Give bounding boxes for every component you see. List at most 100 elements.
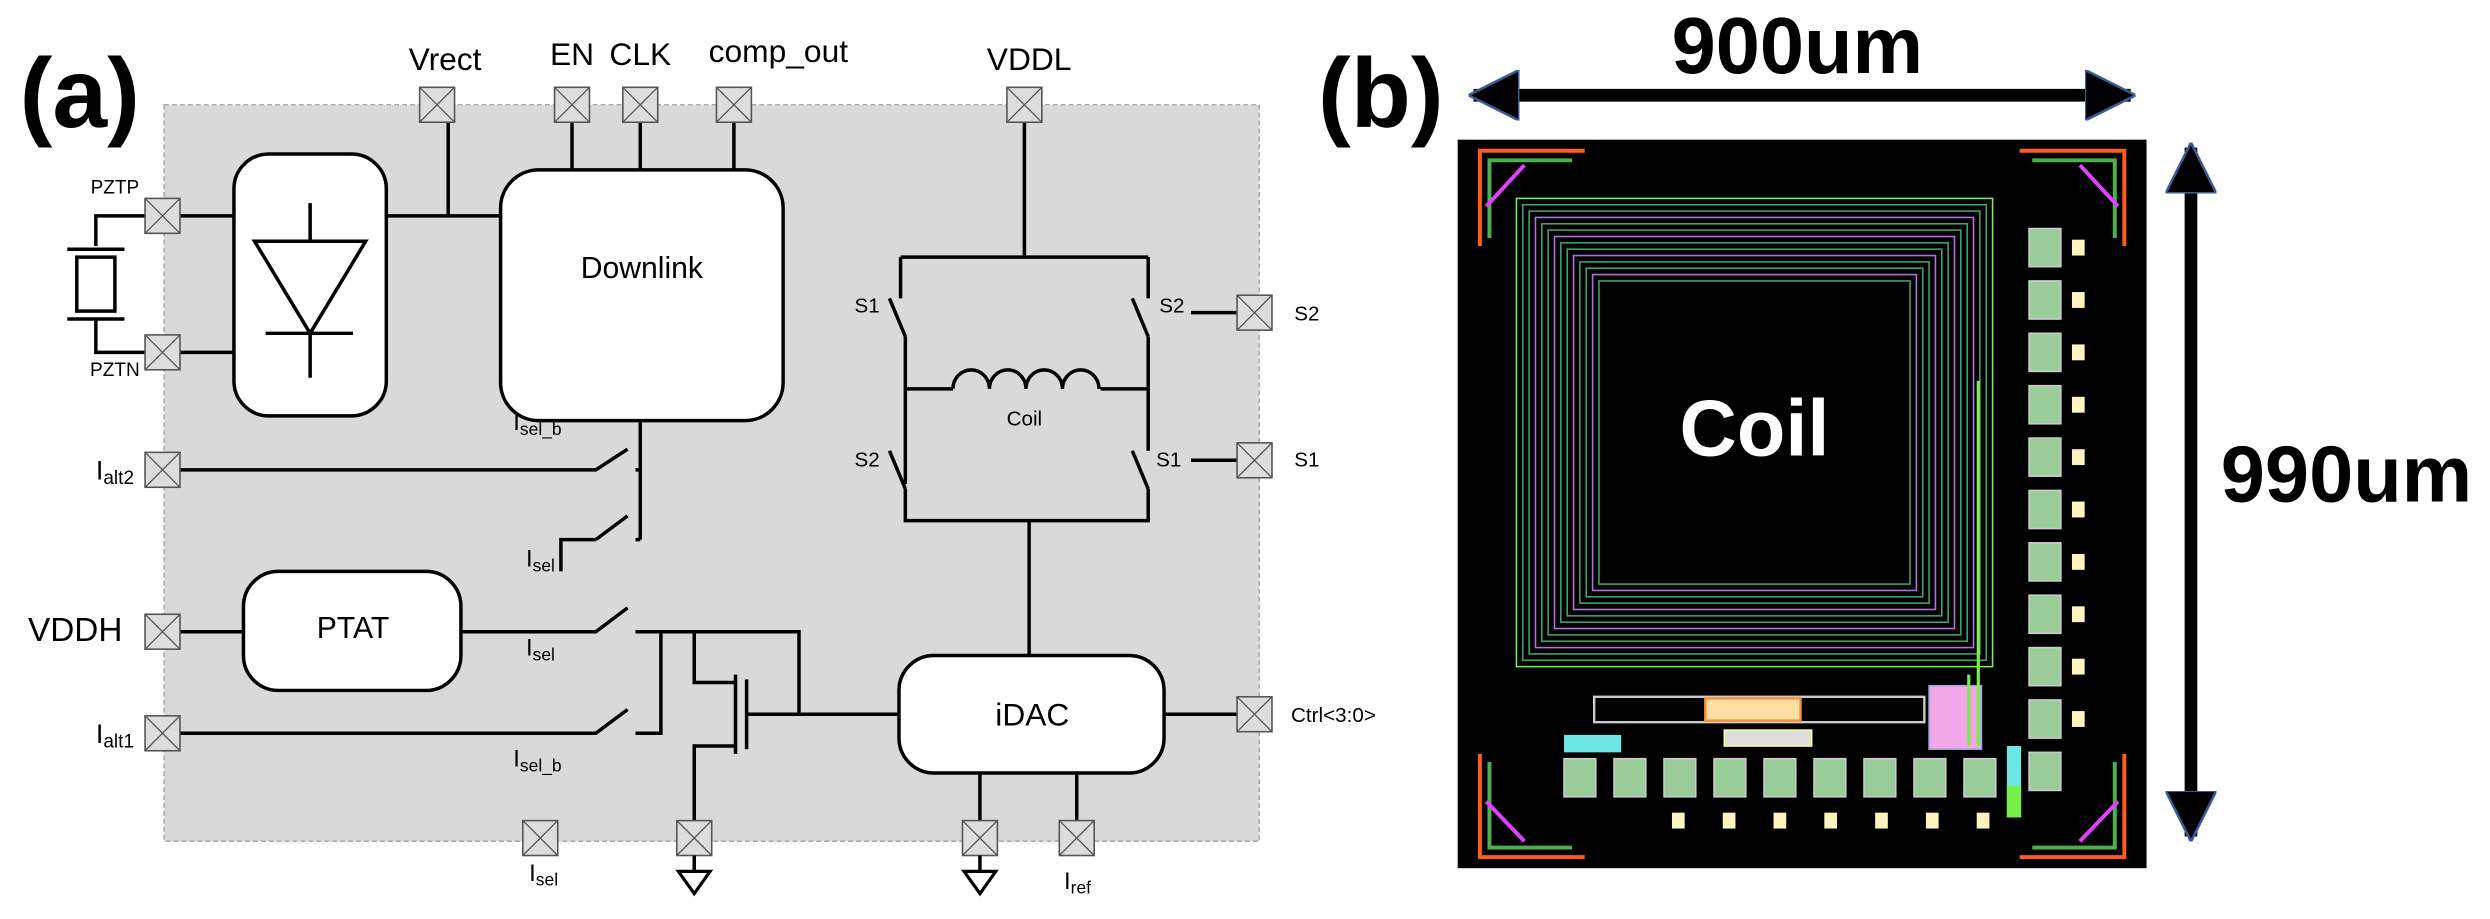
bond-pad xyxy=(2028,332,2062,373)
probe-pad xyxy=(1875,812,1888,829)
idac-block xyxy=(897,653,1166,775)
coil-layout xyxy=(1515,197,1994,668)
diode-icon xyxy=(251,203,369,378)
pin-label-ctrl: Ctrl<3:0> xyxy=(1291,704,1376,727)
bond-pad xyxy=(2028,489,2062,530)
coil-turn xyxy=(1591,273,1918,592)
probe-pad xyxy=(1824,812,1838,829)
pin-label-clk: CLK xyxy=(609,36,671,72)
coil-turn xyxy=(1566,248,1943,617)
pad-isel xyxy=(522,819,559,857)
bond-pad xyxy=(1813,757,1847,798)
switch-label-s1-top: S1 xyxy=(855,295,880,318)
switch-label-isel-b-bottom: Isel_b xyxy=(513,746,561,777)
probe-pad xyxy=(2071,711,2085,727)
probe-pad xyxy=(2071,553,2085,570)
bond-pad xyxy=(1663,757,1697,798)
probe-pad xyxy=(2071,396,2085,413)
probe-pad xyxy=(1671,812,1685,829)
bond-pad xyxy=(2028,437,2062,477)
coil-label: Coil xyxy=(1007,407,1043,430)
coil-turn xyxy=(1560,242,1949,623)
ground-icon xyxy=(676,853,712,896)
coil-turn xyxy=(1515,197,1994,668)
bond-pad xyxy=(1963,757,1997,798)
pad-ialt2 xyxy=(144,451,181,489)
bond-pad xyxy=(2028,594,2062,635)
schematic-panel: (a) Vrect EN CLK comp_out VDDL xyxy=(20,33,1376,898)
probe-pad xyxy=(1976,812,1990,829)
rectifier-block xyxy=(232,152,389,418)
idac-label: iDAC xyxy=(995,696,1069,732)
pad-comp-out xyxy=(715,86,753,124)
pad-ctrl xyxy=(1236,695,1273,733)
bond-pad xyxy=(1613,757,1647,798)
pin-label-pztn: PZTN xyxy=(90,360,140,381)
probe-pad xyxy=(2071,501,2085,518)
pad-en xyxy=(553,86,591,124)
coil-turn xyxy=(1553,235,1956,630)
pad-ring xyxy=(1563,227,2085,829)
bond-pad xyxy=(2028,384,2062,425)
pin-label-comp-out: comp_out xyxy=(709,33,849,69)
coil-overlay-label: Coil xyxy=(1680,384,1830,473)
probe-pad xyxy=(1925,812,1939,829)
downlink-block xyxy=(498,168,785,423)
probe-pad xyxy=(2071,239,2085,256)
pin-label-s2: S2 xyxy=(1294,303,1319,326)
pad-pztn xyxy=(144,334,181,371)
pad-gnd-2 xyxy=(961,819,999,857)
probe-pad xyxy=(2071,344,2085,361)
ptat-label: PTAT xyxy=(317,612,390,645)
pad-gnd-1 xyxy=(675,819,713,857)
downlink-label: Downlink xyxy=(581,252,704,285)
coil-turn xyxy=(1579,261,1930,604)
height-dimension-label: 990um xyxy=(2221,430,2472,519)
coil-turn xyxy=(1585,267,1924,598)
pad-s1 xyxy=(1236,442,1273,479)
bond-pad xyxy=(2028,280,2062,320)
probe-pad xyxy=(1722,812,1736,829)
nmos-transistor xyxy=(733,674,749,754)
ground-icon xyxy=(962,853,998,896)
pin-label-iref: Iref xyxy=(1064,868,1091,898)
probe-pad xyxy=(1773,812,1787,829)
pin-label-ialt2: Ialt2 xyxy=(96,455,134,489)
layout-panel: (b) 900um 990um Coil xyxy=(1318,1,2472,869)
corner-structures xyxy=(1477,148,2127,860)
pad-pztp xyxy=(144,197,181,235)
bond-pad xyxy=(2028,542,2062,582)
panel-a-label: (a) xyxy=(20,38,140,148)
core-circuitry xyxy=(1564,380,2022,818)
wires xyxy=(94,122,1238,821)
ptat-block xyxy=(241,569,463,693)
probe-pad xyxy=(2071,658,2085,675)
bond-pad xyxy=(1863,757,1897,798)
pin-label-en: EN xyxy=(550,36,594,72)
coil-turn xyxy=(1547,229,1962,636)
coil-turn xyxy=(1598,280,1911,585)
pad-clk xyxy=(622,86,659,124)
coil-turn xyxy=(1534,216,1975,649)
pin-label-pztp: PZTP xyxy=(91,178,140,199)
panel-b-label: (b) xyxy=(1318,38,1444,148)
pad-ialt1 xyxy=(144,715,181,752)
pad-vrect xyxy=(418,86,456,124)
bond-pad xyxy=(2028,699,2062,739)
pad-s2 xyxy=(1236,294,1273,331)
bond-pad xyxy=(2028,646,2062,687)
pin-label-vddl: VDDL xyxy=(987,41,1072,77)
switch-label-s2-top: S2 xyxy=(1159,295,1184,318)
bond-pad xyxy=(1563,757,1597,798)
bond-pad xyxy=(1763,757,1797,798)
switch-label-isel-top: Isel xyxy=(526,546,555,576)
probe-pad xyxy=(2071,292,2085,308)
probe-pad xyxy=(2071,449,2085,466)
pin-label-s1: S1 xyxy=(1294,449,1319,472)
switch-label-isel-b-top: Isel_b xyxy=(513,409,561,440)
switch-label-isel-mid: Isel xyxy=(526,635,555,665)
pad-vddl xyxy=(1006,86,1043,124)
width-dimension-label: 900um xyxy=(1672,1,1923,90)
pad-iref xyxy=(1058,819,1096,857)
